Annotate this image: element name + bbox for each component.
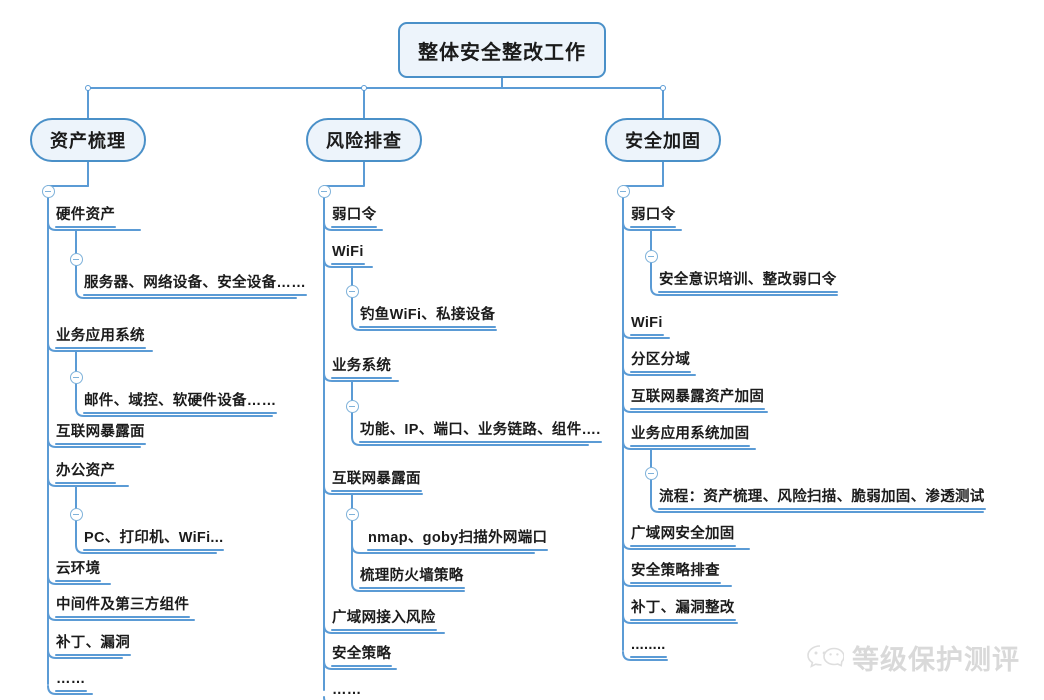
junction-dot (361, 85, 367, 91)
wechat-icon (806, 643, 844, 673)
node-label-business-app-systems[interactable]: 业务应用系统 (56, 328, 145, 344)
node-label-business-systems-detail[interactable]: 功能、IP、端口、业务链路、组件…. (360, 422, 601, 438)
collapse-toggle-wifi[interactable] (345, 285, 359, 298)
root-node-label: 整体安全整改工作 (418, 41, 586, 64)
node-label-ellipsis[interactable]: …… (56, 671, 86, 687)
node-label-business-app-systems-detail[interactable]: 邮件、域控、软硬件设备…… (84, 393, 277, 409)
junction-dot (660, 85, 666, 91)
node-label-internet-exposure-surface[interactable]: 互联网暴露面 (332, 471, 421, 487)
node-label-wan-security-hardening[interactable]: 广域网安全加固 (631, 526, 735, 542)
node-label-ellipsis[interactable]: …… (332, 682, 362, 698)
node-label-middleware-third-party[interactable]: 中间件及第三方组件 (56, 597, 190, 613)
node-label-weak-password[interactable]: 弱口令 (631, 207, 676, 223)
node-label-wifi[interactable]: WiFi (631, 315, 663, 331)
collapse-toggle-business-app-system-hardening[interactable] (644, 467, 658, 480)
node-label-ellipsis[interactable]: ........ (631, 637, 666, 653)
watermark-label: 等级保护测评 (852, 645, 1020, 675)
collapse-toggle-business-systems[interactable] (345, 400, 359, 413)
collapse-toggle-weak-password[interactable] (644, 250, 658, 263)
branch-node-asset-inventory[interactable]: 资产梳理 (30, 118, 146, 162)
collapse-toggle-business-app-systems[interactable] (69, 371, 83, 384)
node-label-security-policy-review[interactable]: 安全策略排查 (631, 563, 720, 579)
node-label-internet-exposure-surface[interactable]: 互联网暴露面 (56, 424, 145, 440)
branch-node-risk-investigation[interactable]: 风险排查 (306, 118, 422, 162)
collapse-toggle-asset-inventory[interactable] (41, 185, 55, 198)
node-label-hardware-assets[interactable]: 硬件资产 (56, 207, 116, 223)
root-node[interactable]: 整体安全整改工作 (398, 22, 606, 78)
node-label-business-systems[interactable]: 业务系统 (332, 358, 392, 374)
node-label-wan-access-risk[interactable]: 广域网接入风险 (332, 610, 436, 626)
node-label-port-scan-detail[interactable]: nmap、goby扫描外网端口 (368, 530, 548, 546)
node-label-hardware-assets-detail[interactable]: 服务器、网络设备、安全设备…… (84, 275, 306, 291)
collapse-toggle-security-hardening[interactable] (616, 185, 630, 198)
node-label-office-assets-detail[interactable]: PC、打印机、WiFi... (84, 530, 224, 546)
branch-label: 安全加固 (625, 131, 701, 151)
branch-label: 风险排查 (326, 131, 402, 151)
node-label-hardening-process-detail[interactable]: 流程：资产梳理、风险扫描、脆弱加固、渗透测试 (659, 489, 985, 505)
junction-dot (85, 85, 91, 91)
collapse-toggle-internet-exposure[interactable] (345, 508, 359, 521)
node-label-patches-vulnerabilities[interactable]: 补丁、漏洞 (56, 635, 130, 651)
node-label-patch-vulnerability-remediation[interactable]: 补丁、漏洞整改 (631, 600, 735, 616)
node-label-weak-password-detail[interactable]: 安全意识培训、整改弱口令 (659, 272, 837, 288)
node-label-firewall-policy-detail[interactable]: 梳理防火墙策略 (360, 568, 464, 584)
collapse-toggle-risk-investigation[interactable] (317, 185, 331, 198)
node-label-office-assets[interactable]: 办公资产 (56, 463, 116, 479)
branch-label: 资产梳理 (50, 131, 126, 151)
watermark: 等级保护测评 (806, 638, 1020, 677)
node-label-wifi-detail[interactable]: 钓鱼WiFi、私接设备 (360, 307, 496, 323)
node-label-wifi[interactable]: WiFi (332, 244, 364, 260)
node-label-zone-partitioning[interactable]: 分区分域 (631, 352, 691, 368)
node-label-weak-password[interactable]: 弱口令 (332, 207, 377, 223)
node-label-business-app-system-hardening[interactable]: 业务应用系统加固 (631, 426, 750, 442)
node-label-internet-exposed-asset-hardening[interactable]: 互联网暴露资产加固 (631, 389, 765, 405)
branch-node-security-hardening[interactable]: 安全加固 (605, 118, 721, 162)
collapse-toggle-hardware-assets[interactable] (69, 253, 83, 266)
node-label-security-policy[interactable]: 安全策略 (332, 646, 392, 662)
node-label-cloud-environment[interactable]: 云环境 (56, 561, 101, 577)
collapse-toggle-office-assets[interactable] (69, 508, 83, 521)
